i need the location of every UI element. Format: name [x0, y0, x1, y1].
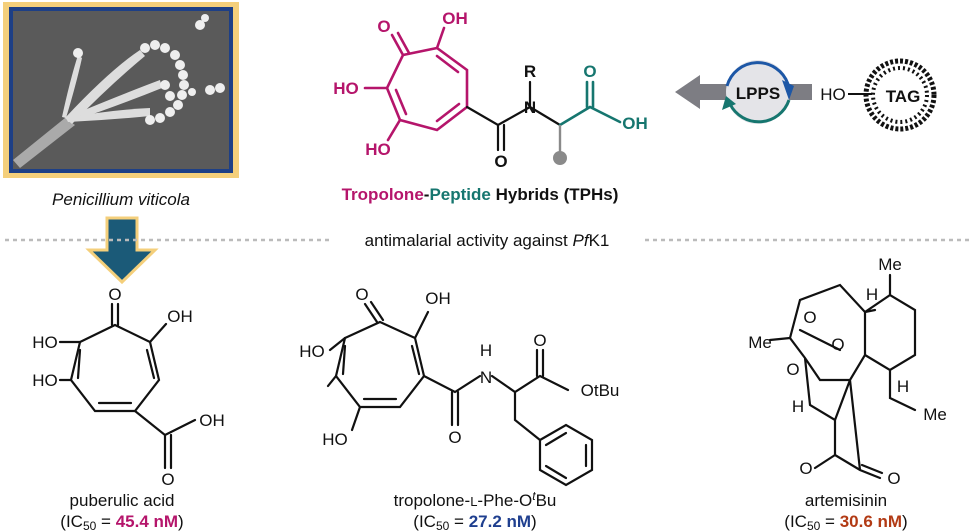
atom-label: O	[786, 360, 799, 379]
atom-label: O	[161, 470, 174, 489]
atom-label: H	[792, 397, 804, 416]
tropolone-phe-structure: O OH HO HO O H N O OtBu	[299, 285, 620, 487]
micrograph-photo	[3, 2, 239, 178]
atom-label: HO	[333, 79, 359, 98]
atom-label: O	[803, 308, 816, 327]
atom-label: HO	[32, 333, 58, 352]
atom-label: O	[355, 285, 368, 304]
compound-name: tropolone-L-Phe-OtBu	[394, 489, 557, 510]
atom-label: HO	[322, 430, 348, 449]
atom-label: Me	[923, 405, 947, 424]
ic50-value: (IC50 = 30.6 nM)	[784, 512, 907, 532]
divider-text: antimalarial activity against PfK1	[365, 231, 610, 250]
atom-label: HO	[299, 342, 325, 361]
compound-name: puberulic acid	[70, 491, 175, 510]
atom-label: N	[524, 98, 536, 117]
lpps-label: LPPS	[736, 84, 780, 103]
ic50-value: (IC50 = 45.4 nM)	[60, 512, 183, 532]
atom-label: H	[480, 341, 492, 360]
atom-label: N	[480, 368, 492, 387]
atom-label: OH	[167, 307, 193, 326]
puberulic-acid-structure: O O OH HO HO OH	[32, 285, 225, 489]
atom-label: HO	[32, 371, 58, 390]
atom-label: OH	[442, 9, 468, 28]
photo-caption: Penicillium viticola	[52, 190, 190, 209]
atom-label: O	[583, 62, 596, 81]
compound-name: artemisinin	[805, 491, 887, 510]
atom-label: OH	[199, 411, 225, 430]
tph-title: Tropolone-Peptide Hybrids (TPHs)	[342, 185, 619, 204]
atom-label: H	[897, 377, 909, 396]
ic50-value: (IC50 = 27.2 nM)	[413, 512, 536, 532]
ho-label: HO	[820, 85, 846, 104]
atom-label: O	[377, 17, 390, 36]
atom-label: HO	[365, 140, 391, 159]
tag-support: HO TAG	[820, 58, 937, 132]
atom-label: OH	[425, 289, 451, 308]
atom-label: O	[799, 459, 812, 478]
atom-label: Me	[748, 333, 772, 352]
atom-label: O	[448, 428, 461, 447]
lpps-cycle: LPPS	[675, 60, 812, 124]
down-arrow-icon	[85, 216, 159, 285]
atom-label: OtBu	[581, 381, 620, 400]
tph-structure: O OH HO HO R N O O OH	[333, 9, 648, 171]
atom-label: OH	[622, 114, 648, 133]
tag-label: TAG	[886, 87, 921, 106]
atom-label: O	[108, 285, 121, 304]
atom-label: O	[887, 469, 900, 488]
atom-label: O	[494, 152, 507, 171]
artemisinin-structure: Me Me Me O O O O O H H H	[748, 255, 947, 488]
atom-label: R	[524, 62, 536, 81]
atom-label: O	[831, 335, 844, 354]
atom-label: O	[533, 331, 546, 350]
atom-label: Me	[878, 255, 902, 274]
atom-label: H	[866, 285, 878, 304]
